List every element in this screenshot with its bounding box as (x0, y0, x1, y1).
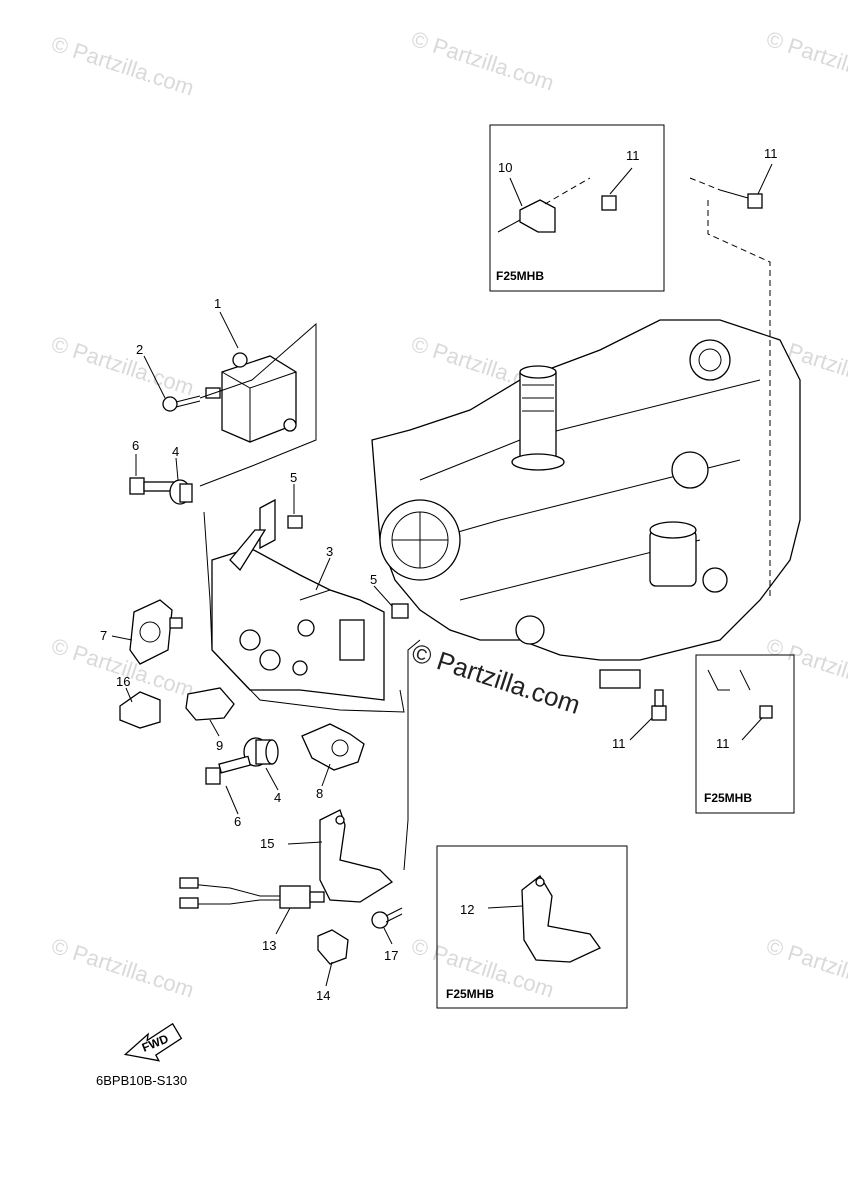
inset-box-bottom (436, 845, 628, 1009)
part-13-sensor (179, 877, 325, 909)
watermark: © Partzilla.com (48, 331, 197, 401)
callout-11: 11 (612, 736, 626, 751)
box-label-top: F25MHB (496, 269, 544, 283)
box-label-bottom: F25MHB (446, 987, 494, 1001)
callout-15: 15 (260, 836, 274, 851)
part-16-clip (119, 691, 161, 729)
watermark: © Partzilla.com (763, 933, 848, 1003)
callout-labels: 1 2 3 4 4 5 5 6 6 7 8 9 10 11 11 11 11 1… (100, 146, 778, 1003)
engine-block (371, 319, 801, 689)
watermark: © Partzilla.com (48, 31, 197, 101)
part-14-clip (317, 929, 349, 965)
fwd-arrow-icon: FWD (123, 1022, 183, 1062)
callout-6: 6 (234, 814, 241, 829)
inset-box-right (695, 654, 795, 814)
callout-4: 4 (172, 444, 179, 459)
watermark: © Partzilla.com (763, 26, 848, 96)
callout-10: 10 (498, 160, 512, 175)
callout-11: 11 (626, 148, 640, 163)
callout-14: 14 (316, 988, 330, 1003)
part-7-clamp (129, 599, 183, 665)
leader-box-3 (203, 511, 405, 713)
callout-5: 5 (370, 572, 377, 587)
watermark: © Partzilla.com (408, 26, 557, 96)
callout-4: 4 (274, 790, 281, 805)
callout-13: 13 (262, 938, 276, 953)
part-2-screw (162, 395, 201, 412)
part-5-collar-upper (287, 515, 303, 529)
callout-12: 12 (460, 902, 474, 917)
leader-box-15 (403, 639, 421, 871)
callout-11: 11 (764, 146, 778, 161)
callout-7: 7 (100, 628, 107, 643)
watermark: © Partzilla.com (763, 633, 848, 703)
callout-3: 3 (326, 544, 333, 559)
part-6-bolt-lower (205, 755, 252, 785)
callout-8: 8 (316, 786, 323, 801)
part-3-bracket (211, 498, 385, 701)
box-label-right: F25MHB (704, 791, 752, 805)
part-11-bolt-top (689, 177, 763, 209)
callout-11: 11 (716, 736, 730, 751)
leader-lines (111, 163, 773, 987)
inset-box-top (489, 124, 665, 292)
callout-5: 5 (290, 470, 297, 485)
watermark: © Partzilla.com (48, 633, 197, 703)
callout-1: 1 (214, 296, 221, 311)
callout-16: 16 (116, 674, 130, 689)
part-17-bolt (371, 907, 403, 929)
part-4-grommet-lower (243, 737, 279, 767)
callout-6: 6 (132, 438, 139, 453)
part-1-module (205, 352, 297, 443)
callout-9: 9 (216, 738, 223, 753)
callout-2: 2 (136, 342, 143, 357)
part-4-grommet-upper (169, 479, 193, 505)
part-15-bracket (319, 809, 394, 903)
part-5-collar-lower (391, 603, 409, 619)
watermark: © Partzilla.com (48, 933, 197, 1003)
part-9-connector (185, 687, 235, 721)
callout-17: 17 (384, 948, 398, 963)
dash-line-11 (707, 200, 771, 600)
reference-code: 6BPB10B-S130 (96, 1073, 187, 1088)
leader-box-1 (199, 322, 317, 487)
part-8-clamp (301, 723, 365, 771)
part-11-bolt-main (651, 689, 667, 721)
